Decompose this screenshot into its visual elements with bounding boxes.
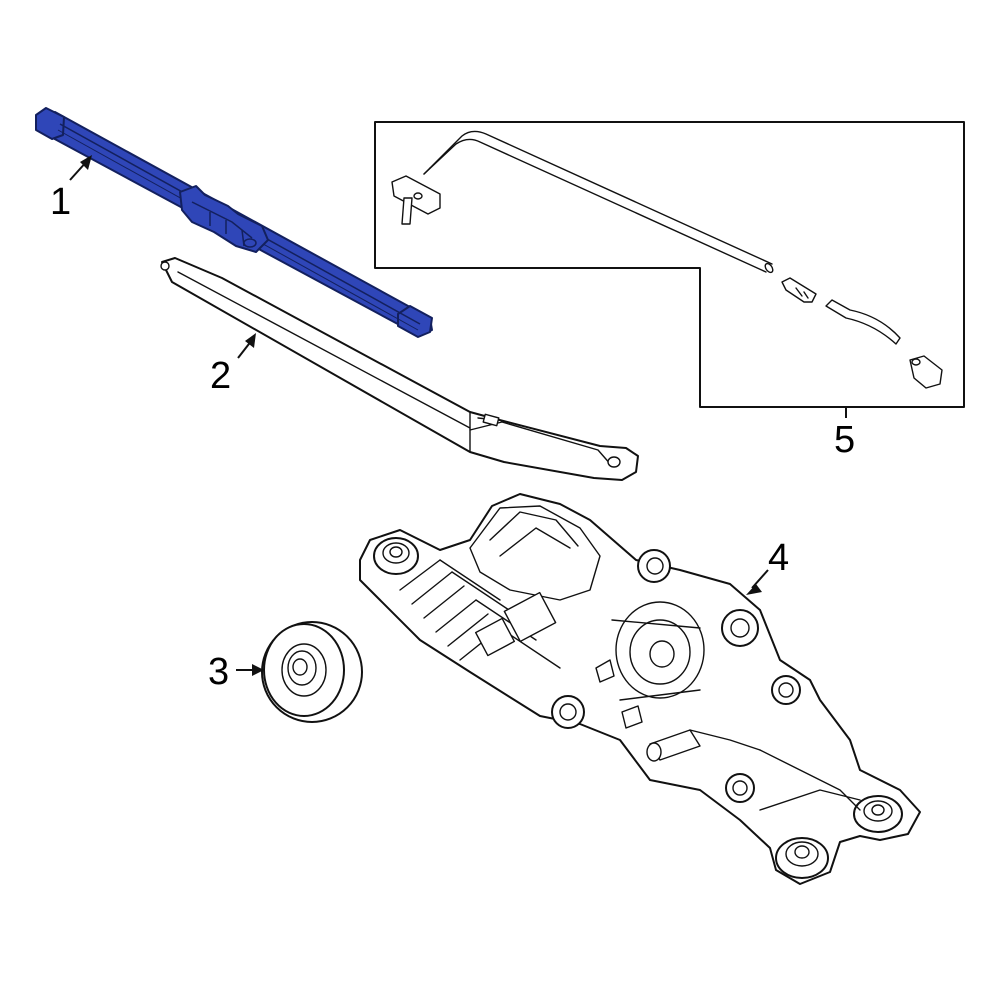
callout-4-label: 4 <box>768 537 789 579</box>
callout-4: 4 <box>746 537 789 595</box>
motor-mount-lower <box>725 773 755 803</box>
motor-mount-mid <box>771 675 801 705</box>
washer-hose-kit[interactable] <box>374 121 965 408</box>
wiper-motor[interactable] <box>359 493 921 885</box>
motor-mount-far-right <box>853 795 903 833</box>
callout-5-label: 5 <box>834 419 855 461</box>
wiper-blade[interactable] <box>35 107 433 338</box>
callout-5: 5 <box>834 408 855 461</box>
callout-1-label: 1 <box>50 181 71 223</box>
callout-2: 2 <box>210 333 256 397</box>
hose-clip <box>909 355 943 389</box>
hose-connector <box>781 277 817 303</box>
washer-nozzle <box>391 175 441 225</box>
motor-mount-top <box>637 549 671 583</box>
motor-mount-bottom <box>775 837 829 879</box>
callout-1: 1 <box>50 155 92 223</box>
grommet[interactable] <box>261 621 363 723</box>
callout-2-label: 2 <box>210 355 231 397</box>
motor-mount-lower-left <box>551 695 585 729</box>
callout-3-label: 3 <box>208 651 229 693</box>
wiper-arm[interactable] <box>160 257 639 481</box>
motor-mount-left <box>373 537 419 575</box>
motor-mount-right <box>721 609 759 647</box>
callout-3: 3 <box>208 651 264 693</box>
